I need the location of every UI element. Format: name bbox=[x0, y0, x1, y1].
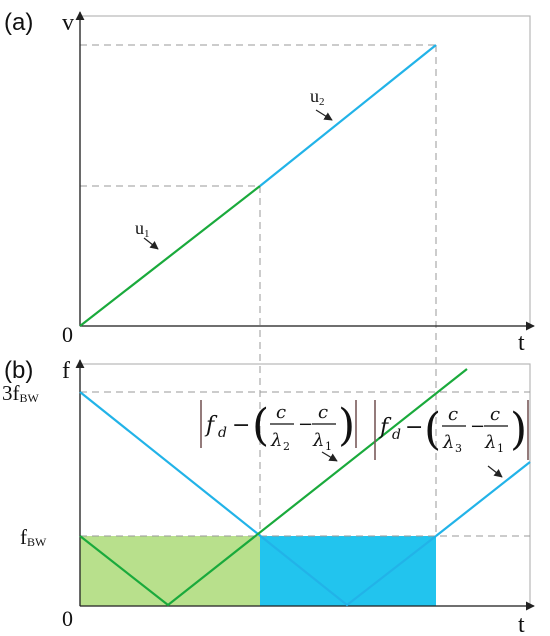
line-u2 bbox=[259, 44, 437, 187]
formula-2-sub-a: 3 bbox=[455, 442, 462, 455]
u2-label: u2 bbox=[310, 86, 325, 108]
formula-2-c2: c bbox=[490, 404, 500, 425]
formula-1-sub-a: 2 bbox=[283, 440, 290, 453]
tick-3fbw: 3fBW bbox=[2, 381, 40, 405]
formula-1-arrow bbox=[321, 451, 338, 462]
panel-a-x-label: t bbox=[518, 330, 525, 356]
formula-1-paren-right: ) bbox=[338, 400, 355, 451]
formula-2-sub-b: 1 bbox=[497, 442, 504, 455]
formula-2-arrow bbox=[487, 465, 503, 478]
u2-arrow bbox=[315, 109, 333, 121]
formula-1-c2: c bbox=[318, 402, 328, 423]
formula-2-d: d bbox=[392, 427, 401, 443]
panel-a: (a) v t 0 u1 u2 bbox=[4, 9, 535, 536]
panel-b-origin: 0 bbox=[62, 606, 73, 631]
blue-fill-region bbox=[260, 536, 436, 606]
tick-fbw: fBW bbox=[20, 525, 47, 549]
formula-2: f d − ( c λ 3 − c λ 1 ) bbox=[374, 400, 529, 460]
formula-2-paren-left: ( bbox=[424, 404, 441, 455]
panel-b-x-label: t bbox=[518, 612, 525, 636]
formula-2-lambda1: λ bbox=[442, 432, 454, 453]
panel-b-label: (b) bbox=[4, 357, 33, 384]
formula-2-minus: − bbox=[405, 415, 423, 440]
formula-1-c1: c bbox=[276, 402, 286, 423]
blue-trace-main bbox=[79, 391, 437, 607]
formula-1-minus2: − bbox=[298, 414, 313, 435]
panel-a-label: (a) bbox=[4, 9, 33, 36]
line-u1 bbox=[79, 185, 261, 327]
green-fill-region bbox=[80, 536, 260, 606]
formula-1-paren-left: ( bbox=[252, 400, 269, 451]
u1-arrow bbox=[143, 237, 159, 250]
blue-trace-tail bbox=[435, 461, 531, 537]
u1-label: u1 bbox=[135, 218, 150, 240]
panel-a-frame bbox=[79, 15, 531, 327]
formula-2-paren-right: ) bbox=[510, 404, 527, 455]
formula-1: f d − ( c λ 2 − c λ 1 ) bbox=[200, 400, 357, 453]
panel-a-origin: 0 bbox=[62, 322, 73, 347]
formula-1-sub-b: 1 bbox=[325, 440, 332, 453]
green-trace bbox=[79, 368, 468, 607]
formula-2-minus2: − bbox=[470, 416, 485, 437]
formula-2-f: f bbox=[378, 415, 392, 440]
formula-1-f: f bbox=[204, 413, 218, 438]
formula-1-d: d bbox=[218, 425, 227, 441]
formula-1-lambda2: λ bbox=[312, 430, 324, 451]
formula-2-c1: c bbox=[448, 404, 458, 425]
formula-2-lambda2: λ bbox=[484, 432, 496, 453]
panel-b-y-label: f bbox=[62, 358, 70, 384]
formula-1-lambda1: λ bbox=[270, 430, 282, 451]
panel-b: (b) f t 0 3fBW fBW f d bbox=[2, 357, 535, 636]
panel-a-y-label: v bbox=[62, 10, 74, 36]
formula-1-minus: − bbox=[232, 413, 250, 438]
